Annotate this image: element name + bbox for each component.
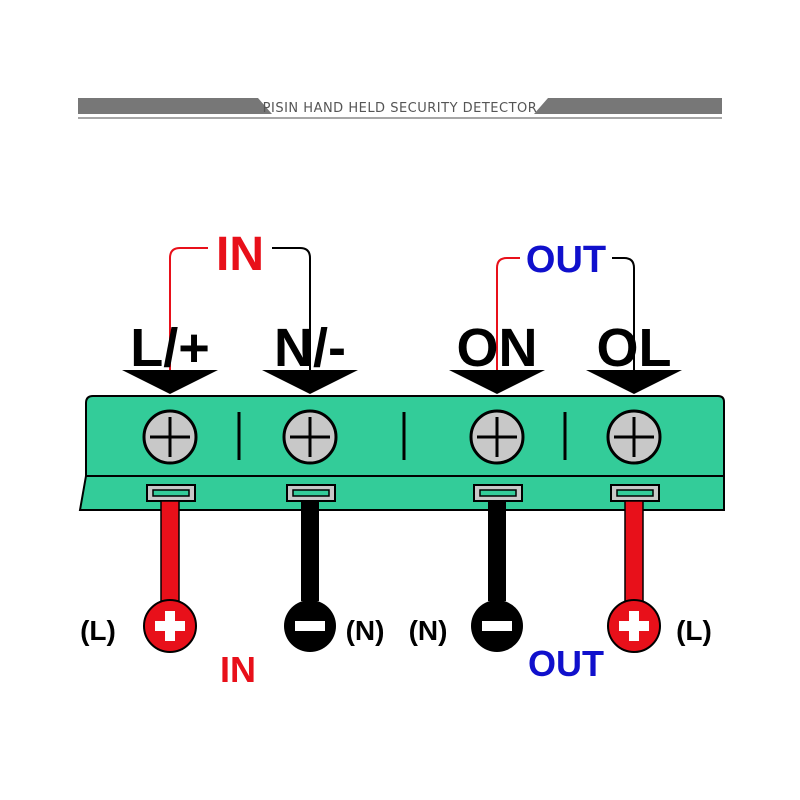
header-banner: PISIN HAND HELD SECURITY DETECTOR: [78, 98, 722, 119]
header-bar-right: [534, 98, 722, 114]
in-top-label: IN: [216, 228, 264, 281]
terminal-labels: L/+ N/- ON OL: [130, 318, 671, 378]
wire-black: [488, 501, 506, 601]
wire-black: [301, 501, 319, 601]
label-l-right: (L): [676, 615, 712, 646]
minus-icon: [284, 600, 336, 652]
terminal-label-l: L/+: [130, 318, 210, 378]
header-bar-left: [78, 98, 272, 114]
wire-red: [160, 500, 180, 602]
screw-icon: [142, 409, 198, 465]
terminal-block-base: [78, 475, 725, 511]
screw-icon: [606, 409, 662, 465]
arrow-down-icon: [449, 370, 545, 394]
minus-icon: [471, 600, 523, 652]
out-wire-red: [496, 257, 520, 392]
bottom-wires: [160, 500, 644, 602]
terminal-label-n: N/-: [274, 318, 346, 378]
plus-icon: [607, 599, 661, 653]
in-bracket: IN: [169, 228, 311, 392]
header-title: PISIN HAND HELD SECURITY DETECTOR: [263, 101, 538, 116]
label-n-right: (N): [409, 615, 448, 646]
terminal-label-on: ON: [457, 318, 538, 378]
plus-icon: [143, 599, 197, 653]
out-top-label: OUT: [526, 239, 606, 281]
terminal-label-ol: OL: [597, 318, 672, 378]
out-bottom-label: OUT: [528, 643, 604, 684]
screw-icon: [282, 409, 338, 465]
arrow-down-icon: [586, 370, 682, 394]
out-wire-black: [612, 257, 635, 392]
screw-icon: [469, 409, 525, 465]
arrow-down-icon: [122, 370, 218, 394]
wire-red: [624, 500, 644, 602]
in-bottom-label: IN: [220, 649, 256, 690]
label-n-left: (N): [346, 615, 385, 646]
label-l-left: (L): [80, 615, 116, 646]
bottom-labels: (L) (N) (N) (L) IN OUT: [80, 615, 712, 690]
in-wire-red: [169, 247, 208, 392]
terminal-block: [78, 395, 725, 511]
arrow-down-icon: [262, 370, 358, 394]
out-bracket: OUT: [496, 239, 635, 392]
in-wire-black: [272, 247, 311, 392]
terminal-arrows: [122, 370, 682, 394]
